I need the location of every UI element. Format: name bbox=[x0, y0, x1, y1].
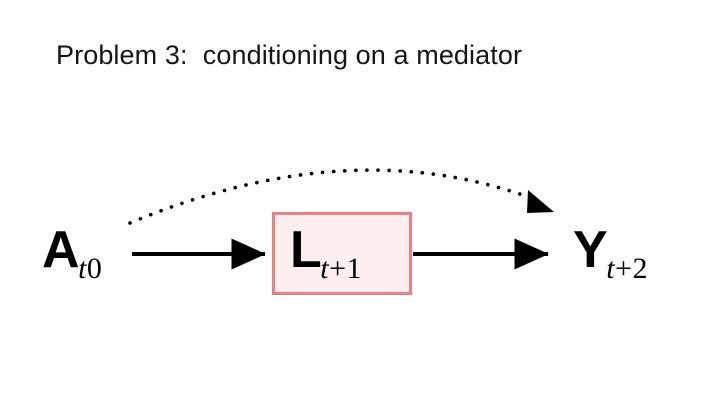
node-outcome: Yt+2 bbox=[573, 221, 649, 284]
node-outcome-symbol: Y bbox=[573, 221, 608, 279]
node-exposure-symbol: A bbox=[42, 221, 80, 279]
node-mediator-symbol: L bbox=[290, 221, 322, 279]
node-mediator-subscript: t+1 bbox=[320, 252, 363, 285]
dotted-edge-arrowhead bbox=[527, 190, 554, 213]
edge-exposure-to-outcome-dotted bbox=[128, 168, 536, 225]
node-exposure-subscript: t0 bbox=[78, 252, 103, 285]
node-mediator: Lt+1 bbox=[290, 221, 363, 284]
node-outcome-subscript: t+2 bbox=[606, 252, 648, 285]
page-title: Problem 3: conditioning on a mediator bbox=[56, 40, 523, 70]
mediator-highlight-box bbox=[272, 212, 412, 295]
node-exposure: At0 bbox=[42, 221, 103, 284]
